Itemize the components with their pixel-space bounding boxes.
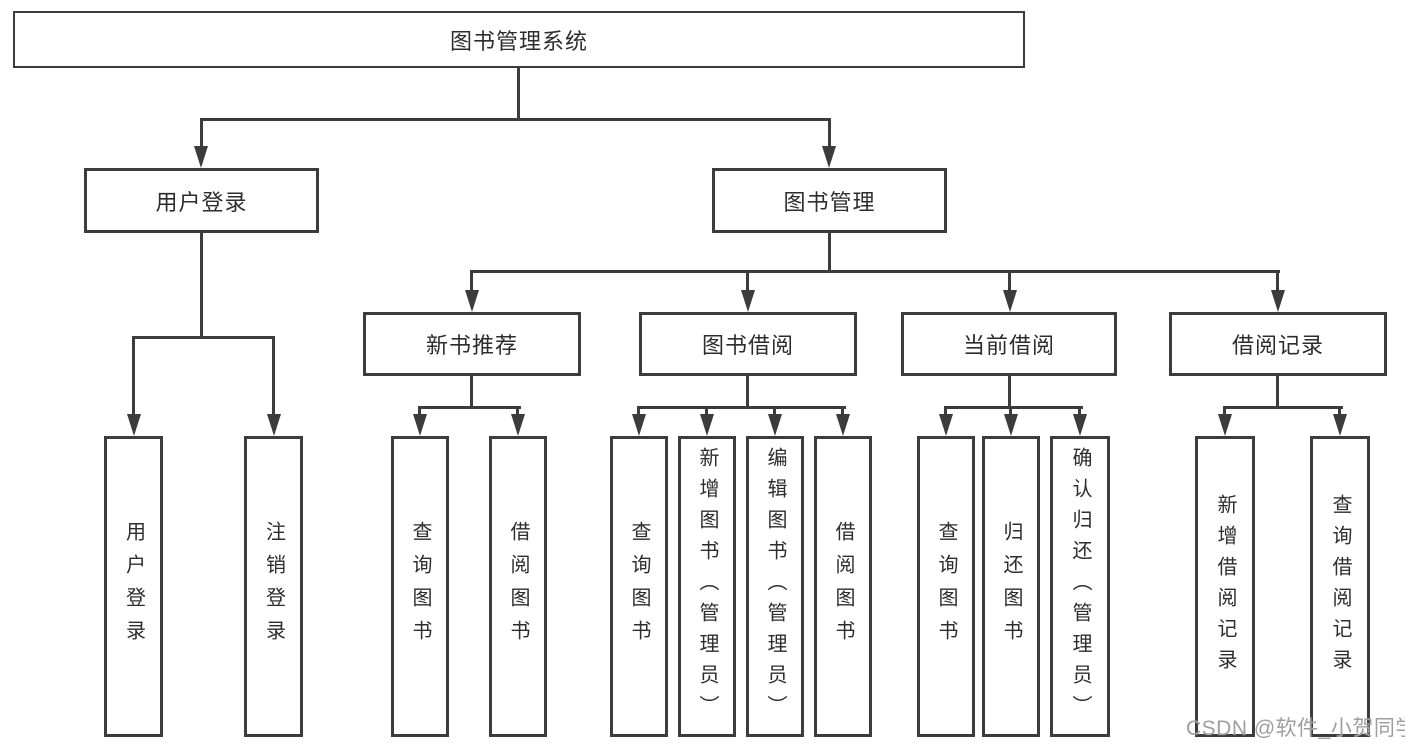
connector-g3-rail — [637, 406, 846, 409]
connector-drop-borrow-records — [1276, 270, 1279, 292]
csdn-watermark: CSDN @软件_小贺同学 — [1186, 717, 1405, 740]
leaf-borrow-books-1-label: 借阅图书 — [507, 520, 529, 653]
connector-g2-rail — [418, 406, 521, 409]
connector-g4-drop-3 — [1078, 406, 1081, 420]
connector-g3-drop-3 — [773, 406, 776, 420]
connector-g5-drop-2 — [1338, 406, 1341, 420]
connector-g5-rail — [1223, 406, 1343, 409]
node-current-borrow: 当前借阅 — [901, 312, 1117, 376]
leaf-logout-label: 注销登录 — [262, 520, 285, 653]
connector-drop-book-mgmt — [828, 118, 831, 150]
connector-bm-rail — [470, 270, 1280, 273]
leaf-add-book-admin: 新增图书（管理员） — [678, 436, 736, 737]
leaf-query-books-2: 查询图书 — [610, 436, 668, 737]
connector-drop-current-borrow — [1008, 270, 1011, 292]
connector-g1-stem — [200, 233, 203, 339]
leaf-user-login-label: 用户登录 — [122, 520, 145, 653]
node-current-borrow-label: 当前借阅 — [962, 333, 1055, 358]
arrow-down-g4-1 — [939, 414, 953, 436]
leaf-query-borrow-record-label: 查询借阅记录 — [1329, 493, 1351, 680]
connector-bm-stem — [828, 233, 831, 273]
node-borrow-records-label: 借阅记录 — [1231, 333, 1324, 358]
arrow-down-user-login — [194, 146, 208, 168]
arrow-down-g2-2 — [511, 414, 525, 436]
node-book-management-label: 图书管理 — [783, 189, 876, 215]
node-root-label: 图书管理系统 — [449, 28, 588, 54]
connector-g2-drop-2 — [516, 406, 519, 420]
leaf-confirm-return-admin-label: 确认归还（管理员） — [1069, 447, 1091, 726]
arrow-down-g4-3 — [1073, 414, 1087, 436]
connector-g4-rail — [944, 406, 1083, 409]
leaf-add-borrow-record: 新增借阅记录 — [1195, 436, 1255, 737]
connector-g3-drop-2 — [705, 406, 708, 420]
leaf-add-book-admin-label: 新增图书（管理员） — [696, 447, 718, 726]
connector-drop-user-login — [200, 118, 203, 150]
leaf-query-books-1: 查询图书 — [391, 436, 449, 737]
node-book-borrow: 图书借阅 — [639, 312, 857, 376]
connector-drop-new-book — [470, 270, 473, 292]
connector-g2-drop-1 — [418, 406, 421, 420]
arrow-down-g3-3 — [768, 414, 782, 436]
connector-drop-book-borrow — [746, 270, 749, 292]
arrow-down-g4-2 — [1004, 414, 1018, 436]
leaf-return-books-label: 归还图书 — [1000, 520, 1022, 653]
connector-g5-drop-1 — [1223, 406, 1226, 420]
leaf-query-books-3: 查询图书 — [917, 436, 975, 737]
node-book-borrow-label: 图书借阅 — [701, 333, 794, 358]
leaf-borrow-books-1: 借阅图书 — [489, 436, 547, 737]
connector-g3-drop-4 — [841, 406, 844, 420]
leaf-query-books-1-label: 查询图书 — [409, 520, 431, 653]
connector-g4-stem — [1008, 376, 1011, 409]
arrow-down-g5-2 — [1333, 414, 1347, 436]
connector-g4-drop-1 — [944, 406, 947, 420]
leaf-edit-book-admin: 编辑图书（管理员） — [746, 436, 804, 737]
connector-g1-drop-2 — [272, 336, 275, 420]
arrow-down-g3-1 — [632, 414, 646, 436]
node-root: 图书管理系统 — [13, 11, 1025, 68]
connector-g1-drop-1 — [132, 336, 135, 420]
arrow-down-g2-1 — [413, 414, 427, 436]
connector-root-stem — [517, 68, 520, 121]
arrow-down-g5-1 — [1218, 414, 1232, 436]
leaf-edit-book-admin-label: 编辑图书（管理员） — [764, 447, 786, 726]
leaf-query-borrow-record: 查询借阅记录 — [1310, 436, 1370, 737]
arrow-down-new-book — [465, 290, 479, 312]
node-new-book-recommend-label: 新书推荐 — [425, 333, 518, 358]
arrow-down-g3-2 — [700, 414, 714, 436]
arrow-down-book-mgmt — [822, 146, 836, 168]
node-user-login: 用户登录 — [84, 168, 319, 233]
node-user-login-label: 用户登录 — [155, 189, 248, 215]
connector-g3-stem — [746, 376, 749, 409]
arrow-down-g1-1 — [127, 414, 141, 436]
node-new-book-recommend: 新书推荐 — [363, 312, 581, 376]
connector-g4-drop-2 — [1009, 406, 1012, 420]
arrow-down-borrow-records — [1271, 290, 1285, 312]
leaf-logout: 注销登录 — [244, 436, 303, 737]
leaf-borrow-books-2: 借阅图书 — [814, 436, 872, 737]
connector-g5-stem — [1276, 376, 1279, 409]
leaf-user-login: 用户登录 — [104, 436, 163, 737]
leaf-return-books: 归还图书 — [982, 436, 1040, 737]
connector-g1-rail — [132, 336, 275, 339]
leaf-query-books-3-label: 查询图书 — [935, 520, 957, 653]
leaf-add-borrow-record-label: 新增借阅记录 — [1214, 493, 1236, 680]
node-borrow-records: 借阅记录 — [1169, 312, 1387, 376]
arrow-down-g1-2 — [267, 414, 281, 436]
connector-g3-drop-1 — [637, 406, 640, 420]
leaf-confirm-return-admin: 确认归还（管理员） — [1050, 436, 1110, 737]
arrow-down-current-borrow — [1003, 290, 1017, 312]
connector-root-rail — [200, 118, 831, 121]
leaf-borrow-books-2-label: 借阅图书 — [832, 520, 854, 653]
arrow-down-book-borrow — [741, 290, 755, 312]
connector-g2-stem — [470, 376, 473, 409]
node-book-management: 图书管理 — [712, 168, 947, 233]
leaf-query-books-2-label: 查询图书 — [628, 520, 650, 653]
arrow-down-g3-4 — [836, 414, 850, 436]
